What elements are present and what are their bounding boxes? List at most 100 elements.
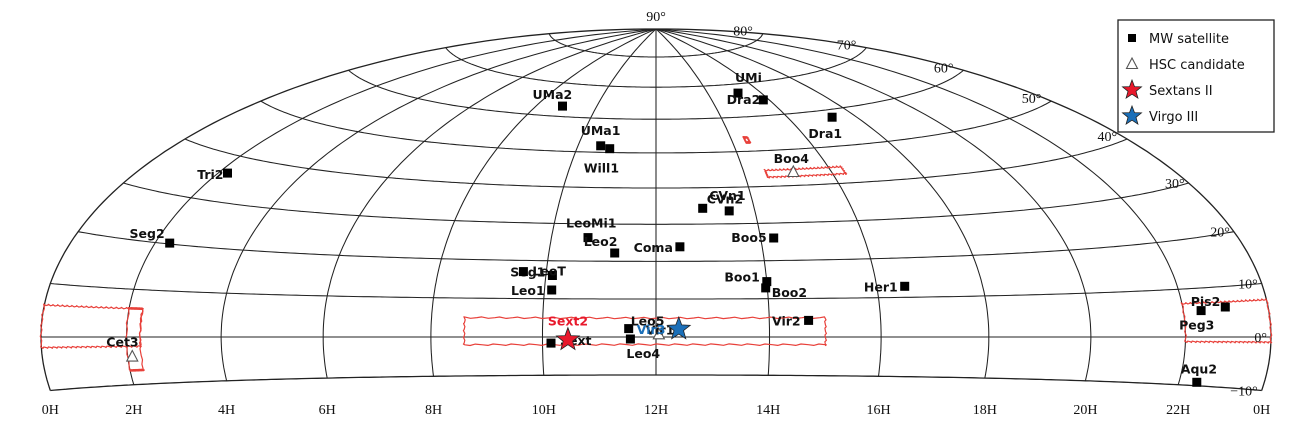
square-marker bbox=[804, 315, 814, 325]
parallel-line bbox=[184, 138, 1128, 189]
square-marker bbox=[758, 95, 768, 105]
point-label: Boo5 bbox=[731, 230, 766, 245]
point-leomi1: LeoMi1 bbox=[566, 216, 616, 243]
point-label: Sext2 bbox=[548, 314, 588, 329]
square-marker bbox=[223, 168, 232, 178]
ra-tick-label: 14H bbox=[756, 403, 780, 418]
legend-square-marker bbox=[1128, 34, 1136, 42]
data-points: UMiDra2Dra1UMa2UMa1Will1Tri2Boo5CVn1CVn2… bbox=[106, 70, 1230, 387]
point-label: UMa2 bbox=[533, 87, 573, 102]
point-uma2: UMa2 bbox=[533, 87, 573, 111]
square-marker bbox=[583, 233, 593, 243]
square-marker bbox=[761, 283, 771, 293]
legend-star-marker bbox=[1121, 104, 1143, 126]
point-label: Dra2 bbox=[727, 92, 761, 107]
triangle-open-marker bbox=[786, 164, 800, 178]
point-vir3: Vir3 bbox=[637, 315, 692, 340]
point-label: Boo4 bbox=[774, 151, 810, 166]
ra-tick-label: 22H bbox=[1166, 403, 1190, 418]
meridian-line bbox=[655, 28, 882, 377]
triangle-open-marker bbox=[125, 349, 139, 362]
point-label: Leo1 bbox=[511, 283, 545, 298]
dec-tick-label: 70° bbox=[837, 39, 857, 54]
dec-tick-label: 60° bbox=[934, 61, 954, 76]
square-marker bbox=[624, 324, 634, 334]
dec-tick-label: 90° bbox=[646, 10, 666, 25]
point-dra1: Dra1 bbox=[808, 112, 842, 141]
square-marker bbox=[733, 88, 743, 98]
square-marker bbox=[610, 248, 620, 258]
point-label: Cet3 bbox=[106, 335, 138, 350]
point-boo4: Boo4 bbox=[774, 151, 810, 178]
point-leo5: Leo5 bbox=[624, 314, 664, 334]
survey-footprint-equatorial-autumn-a bbox=[1180, 298, 1273, 344]
dec-tick-label: 50° bbox=[1022, 92, 1042, 107]
legend-entry-sext: Sextans II bbox=[1121, 78, 1213, 100]
point-pis2: Pis2 bbox=[1191, 294, 1230, 312]
star-marker bbox=[555, 326, 581, 351]
legend-frame bbox=[1117, 19, 1275, 133]
survey-footprint-north-small bbox=[742, 136, 752, 144]
survey-footprint-cetus-extension bbox=[125, 307, 145, 372]
square-marker bbox=[605, 144, 615, 154]
point-label: CVn1 bbox=[709, 188, 745, 203]
point-label: Peg3 bbox=[1179, 318, 1214, 333]
parallel-line bbox=[348, 69, 964, 120]
point-leo2: Leo2 bbox=[584, 234, 620, 258]
point-label: Leo4 bbox=[626, 346, 660, 361]
legend-label: Sextans II bbox=[1149, 84, 1213, 99]
ra-tick-label: 18H bbox=[973, 403, 997, 418]
square-marker bbox=[558, 101, 567, 111]
point-cet3: Cet3 bbox=[106, 335, 139, 362]
point-label: Boo1 bbox=[724, 270, 759, 285]
square-marker bbox=[762, 277, 772, 287]
parallel-line bbox=[445, 47, 867, 88]
point-label: Aqu2 bbox=[1181, 361, 1217, 376]
square-marker bbox=[1196, 306, 1206, 316]
point-leot: LeoT bbox=[518, 264, 566, 279]
meridian-line bbox=[125, 28, 657, 385]
point-label: Boo2 bbox=[772, 285, 807, 300]
star-marker bbox=[666, 315, 692, 340]
point-label: UMa1 bbox=[581, 123, 621, 138]
point-label: Vir2 bbox=[772, 313, 801, 328]
point-leo4: Leo4 bbox=[625, 334, 660, 361]
point-dra2: Dra2 bbox=[727, 92, 768, 107]
point-boo1: Boo1 bbox=[724, 270, 772, 287]
square-marker bbox=[596, 141, 606, 151]
point-label: UMi bbox=[735, 70, 762, 85]
point-label: LeoMi1 bbox=[566, 216, 616, 231]
ra-tick-label: 4H bbox=[218, 403, 235, 418]
axis-tick-labels: 0H22H20H18H16H14H12H10H8H6H4H2H0H90°80°7… bbox=[42, 10, 1271, 418]
point-leo1: Leo1 bbox=[511, 283, 557, 298]
parallel-line bbox=[123, 182, 1189, 225]
point-cvn1: CVn1 bbox=[709, 188, 746, 216]
point-label: LeoT bbox=[532, 264, 566, 279]
meridian-line bbox=[430, 28, 657, 377]
ra-tick-label: 20H bbox=[1073, 403, 1097, 418]
point-label: Her1 bbox=[864, 279, 898, 294]
survey-footprint-equatorial-spring bbox=[462, 316, 827, 347]
point-label: Vir3 bbox=[637, 322, 666, 337]
legend-triangle-open-marker bbox=[1125, 56, 1139, 70]
point-sext2: Sext2 bbox=[548, 314, 588, 351]
point-tri2: Tri2 bbox=[197, 167, 232, 182]
ra-tick-label: 8H bbox=[425, 403, 442, 418]
point-coma: Coma bbox=[634, 240, 685, 255]
square-marker bbox=[675, 242, 685, 252]
ra-tick-label: 16H bbox=[866, 403, 890, 418]
point-peg3: Peg3 bbox=[1179, 306, 1214, 333]
point-uma1: UMa1 bbox=[581, 123, 621, 151]
point-label: Tri2 bbox=[197, 167, 223, 182]
survey-footprint-north-strip bbox=[763, 165, 848, 179]
dec-tick-label: 40° bbox=[1097, 130, 1117, 145]
square-marker bbox=[165, 238, 175, 248]
parallel-line bbox=[50, 282, 1262, 300]
square-marker bbox=[769, 233, 779, 243]
point-label: Seg2 bbox=[130, 226, 165, 241]
point-will1: Will1 bbox=[584, 144, 619, 176]
point-label: Will1 bbox=[584, 161, 619, 176]
point-vir1: Vir1 bbox=[646, 322, 674, 340]
